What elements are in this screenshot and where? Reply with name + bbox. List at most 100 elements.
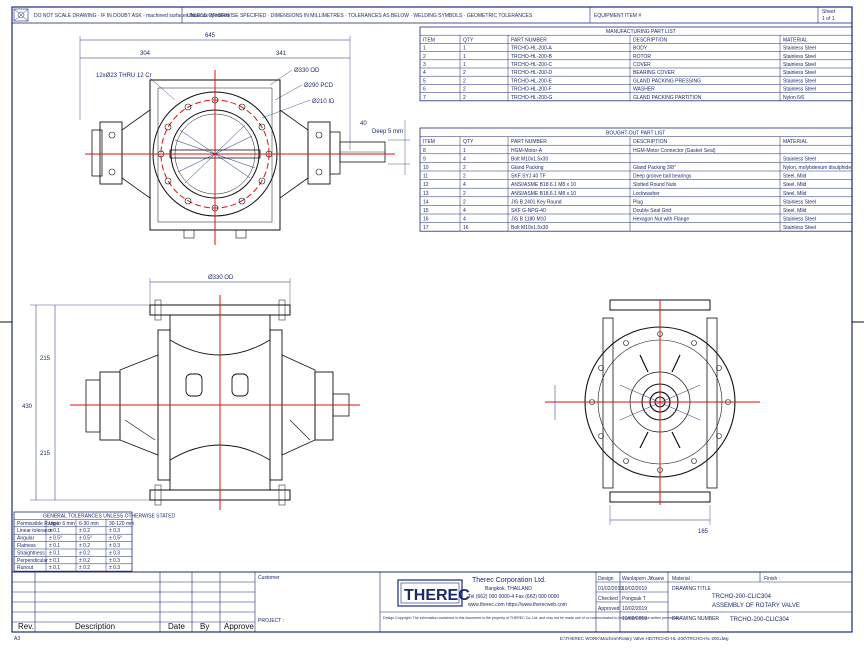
table-cell: Angular — [17, 536, 35, 542]
tolerance-table: GENERAL TOLERANCES UNLESS OTHERWISE STAT… — [13, 511, 176, 572]
table-cell: 4 — [463, 217, 466, 223]
table-cell: 1 — [463, 46, 466, 52]
table-cell: 10 — [423, 165, 429, 171]
table-cell: 4 — [463, 208, 466, 214]
table-cell: ANSI/ASME B18.6.1 M8 x 10 — [511, 191, 576, 197]
table-cell: ± 0.1 — [49, 550, 60, 556]
table-cell: WASHER — [633, 87, 655, 93]
table-cell: Stainless Steel — [783, 78, 816, 84]
table-cell: GLAND PACKING PRESSING — [633, 78, 701, 84]
table-cell: ± 0.5° — [79, 536, 92, 542]
table-cell: 3 — [423, 62, 426, 68]
table-header-cell: PART NUMBER — [511, 37, 547, 43]
table-cell: TRCHO-HL-200-C — [511, 62, 553, 68]
table-cell: Steel, Mild — [783, 208, 807, 214]
desc-label: Description — [75, 622, 115, 631]
project-label: PROJECT : — [258, 618, 284, 624]
table-cell: 11 — [423, 174, 428, 180]
table-cell: ± 0.1 — [49, 558, 60, 564]
company-web: www.therec.com https://www.therecweb.com — [468, 602, 567, 608]
table-cell: ± 0.2 — [79, 528, 90, 534]
table-cell: TRCHO-HL-200-E — [511, 78, 553, 84]
table-cell: Stainless Steel — [783, 225, 816, 231]
table-cell: ± 0.3 — [109, 550, 120, 556]
table-header-cell: PART NUMBER — [511, 139, 547, 145]
table-cell: 1 — [463, 148, 466, 154]
id-note: Ø210 ID — [312, 99, 335, 105]
table-header-cell: 6-30 mm — [79, 521, 99, 527]
table-cell: 9 — [423, 156, 426, 162]
table-cell: 2 — [423, 54, 426, 60]
table-cell: 6 — [423, 87, 426, 93]
table-cell: 16 — [463, 225, 469, 231]
table-cell: Stainless Steel — [783, 217, 816, 223]
table-cell: 7 — [423, 95, 426, 101]
table-cell: ± 0.1 — [49, 565, 60, 571]
table-header-cell: MATERIAL — [783, 37, 808, 43]
table-cell: 8 — [423, 148, 426, 154]
table-cell: Bolt M10x1.5x30 — [511, 156, 548, 162]
table-cell: Straightness — [17, 550, 45, 556]
table-cell: 2 — [463, 165, 466, 171]
table-header-cell: DESCRIPTION — [633, 139, 668, 145]
table-cell: 1 — [423, 46, 426, 52]
table-cell: Stainless Steel — [783, 62, 816, 68]
file-path: E:\THEREC WORK\Machine\Rotary Valve HD\T… — [560, 636, 729, 641]
table-header-cell: MATERIAL — [783, 139, 808, 145]
table-cell: SKF G-NPG-40 — [511, 208, 546, 214]
table-header-cell: DESCRIPTION — [633, 37, 668, 43]
table-cell: Stainless Steel — [783, 199, 816, 205]
table-cell: Flatness — [17, 543, 36, 549]
table-cell: 2 — [463, 70, 466, 76]
table-header-cell: ITEM — [423, 139, 435, 145]
table-cell: Nylon 6/6 — [783, 95, 804, 101]
table-cell: ± 0.3 — [109, 565, 120, 571]
date-label: Date — [168, 622, 185, 631]
table-cell: 4 — [423, 70, 426, 76]
finish-label: Finish : — [764, 576, 780, 582]
drawing-number: TRCHO-200-CLIC304 — [730, 617, 790, 623]
design-label: Design — [598, 576, 614, 582]
table-cell: 2 — [463, 95, 466, 101]
table-title: MANUFACTURING PART LIST — [606, 29, 676, 35]
header-note-center: UNLESS OTHERWISE SPECIFIED · DIMENSIONS … — [187, 13, 533, 19]
table-cell: ± 0.3 — [109, 528, 120, 534]
table-cell: ± 0.1 — [49, 543, 60, 549]
sheet-label: Sheet — [822, 9, 836, 15]
dim-total: 430 — [22, 404, 33, 410]
dim-upper: 215 — [40, 356, 51, 362]
design-value: Wanlaporn Jitkaew — [622, 576, 664, 582]
table-cell: 2 — [463, 87, 466, 93]
table-cell: Gland Packing — [511, 165, 544, 171]
od-note: Ø330 OD — [294, 68, 320, 74]
table-cell: GLAND PACKING PARTITION — [633, 95, 702, 101]
checked-label: Checked — [598, 596, 618, 602]
table-cell: TRCHO-HL-200-A — [511, 46, 553, 52]
table-cell: Hexagon Nut with Flange — [633, 217, 689, 223]
table-cell: Nylon, molybdenum disulphide — [783, 165, 851, 171]
table-cell: Gland Packing 3/8" — [633, 165, 676, 171]
drawing-title-2: ASSEMBLY OF ROTARY VALVE — [712, 603, 800, 609]
rev-label: Rev. — [18, 622, 34, 631]
shaft-dim: 40 — [360, 121, 367, 127]
revision-grid — [12, 572, 852, 632]
table-header-cell: Permissible Range — [17, 521, 59, 527]
table-cell: 12 — [423, 182, 429, 188]
copyright-note: Design Copyright: The information contai… — [383, 616, 681, 620]
table-cell: 2 — [463, 78, 466, 84]
side-view-bolts — [589, 331, 731, 473]
drawing-title-1: TRCHO-200-CLIC304 — [712, 594, 772, 600]
table-cell: Double Seal Grid — [633, 208, 671, 214]
table-cell: ± 0.3 — [109, 543, 120, 549]
table-cell: Steel, Mild — [783, 182, 807, 188]
table-cell: 17 — [423, 225, 429, 231]
header-strip: DO NOT SCALE DRAWING · IF IN DOUBT ASK ·… — [11, 6, 853, 24]
table-cell: ± 0.2 — [79, 550, 90, 556]
by-label: By — [200, 622, 209, 631]
sheet-value: 1 of 1 — [822, 16, 835, 22]
table-header-cell: Up to 6 mm — [49, 521, 75, 527]
table-cell: COVER — [633, 62, 651, 68]
table-cell: Steel, Mild — [783, 174, 807, 180]
header-note-left: DO NOT SCALE DRAWING · IF IN DOUBT ASK ·… — [34, 13, 229, 19]
